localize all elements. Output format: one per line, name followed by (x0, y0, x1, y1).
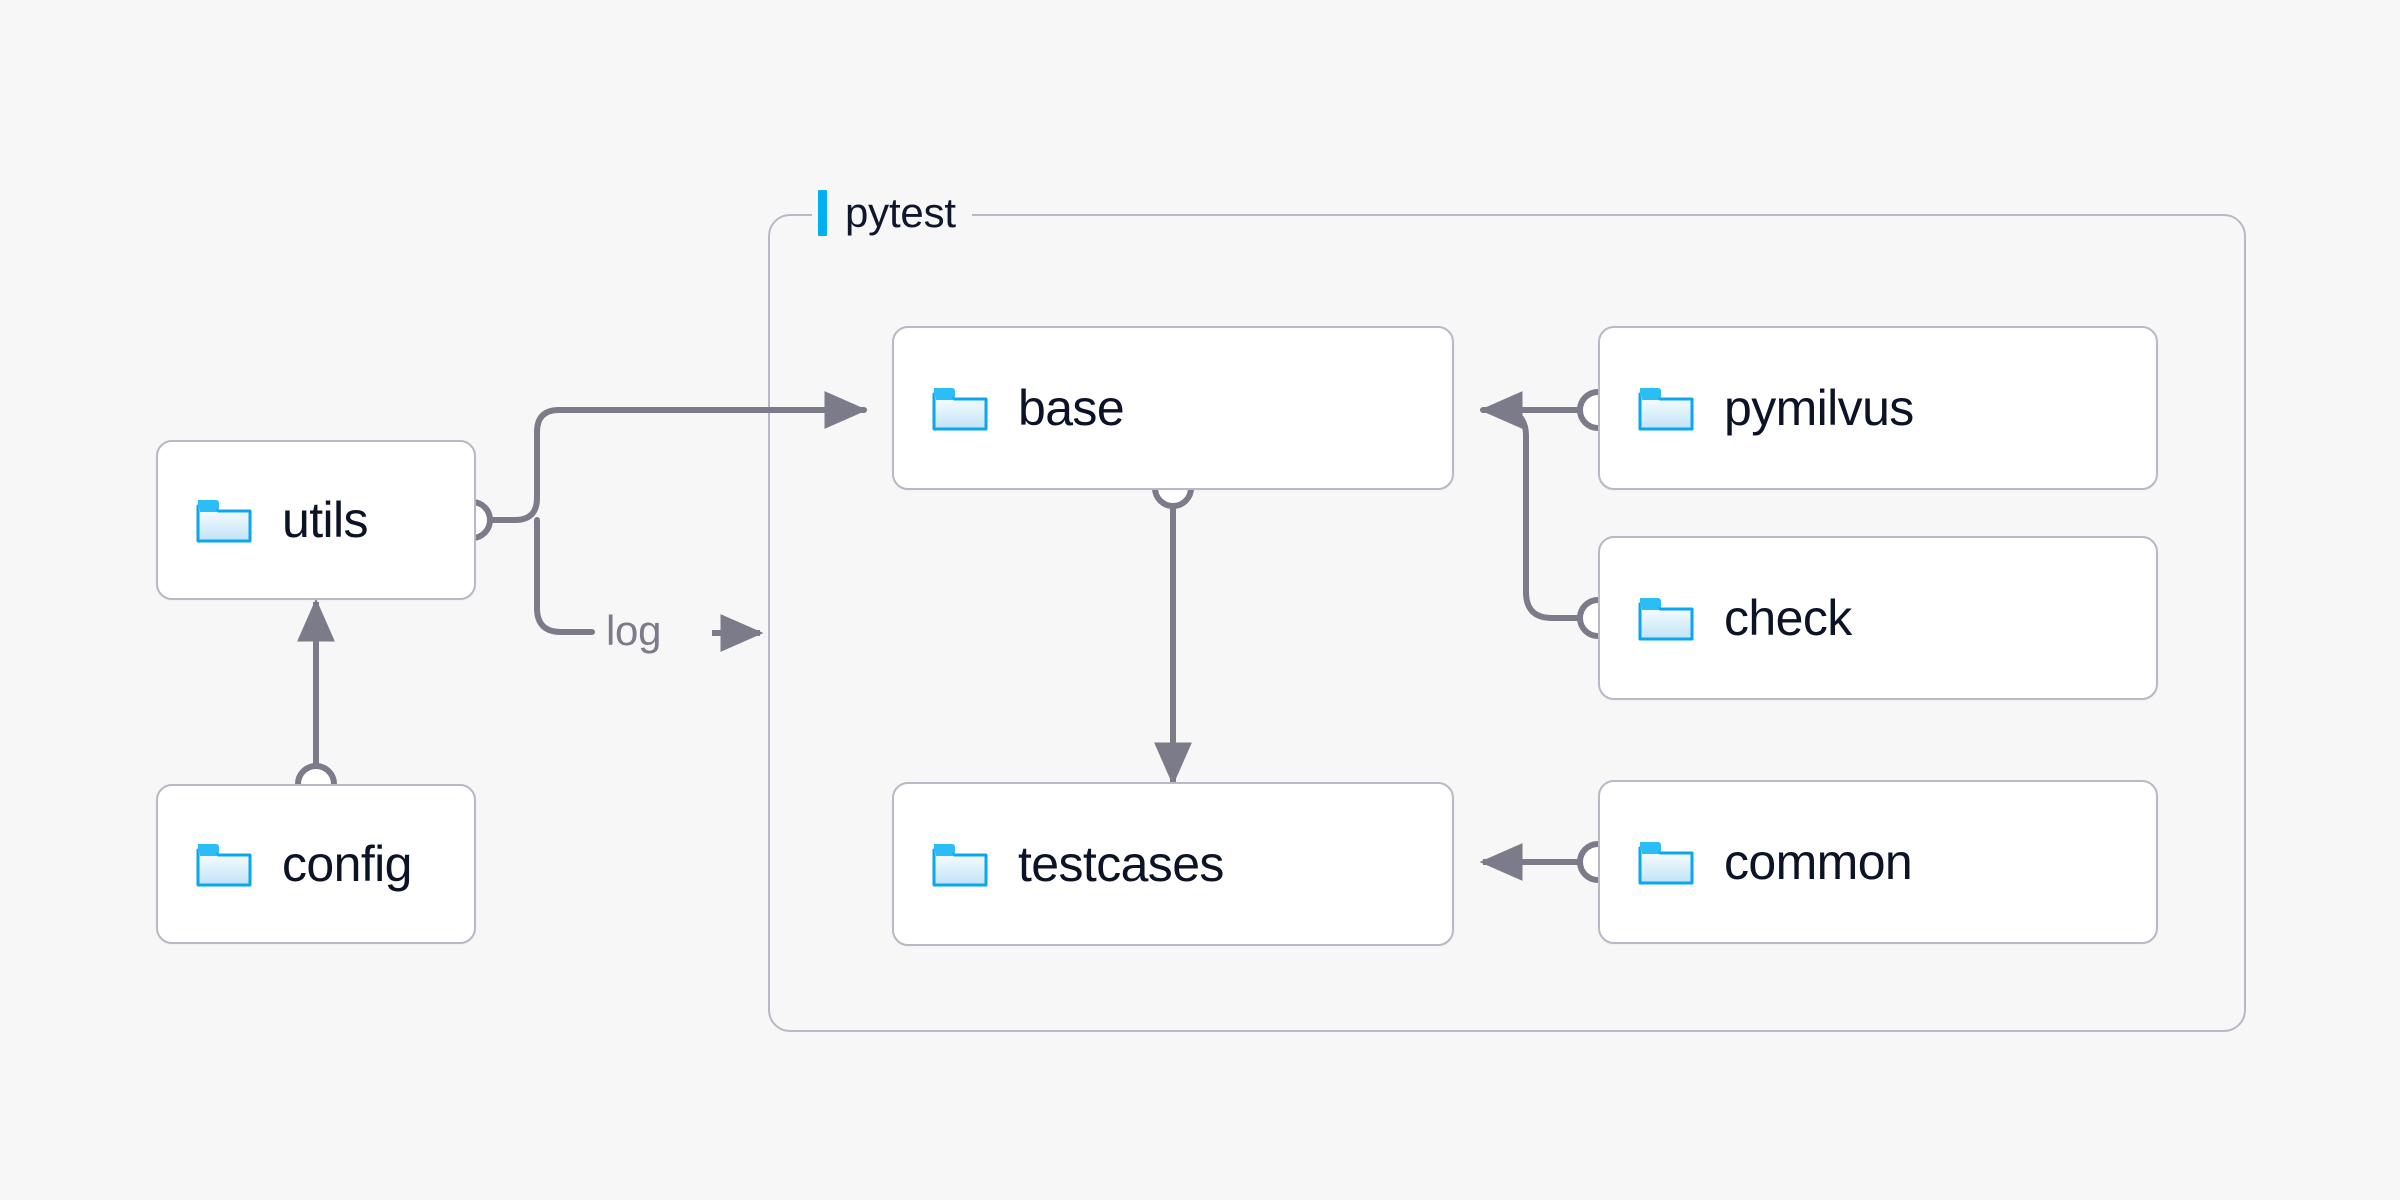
edge-label-log: log (600, 607, 668, 654)
folder-icon (1638, 838, 1694, 886)
edge-label-log-text: log (606, 607, 662, 654)
edge-config-to-utils (295, 598, 337, 805)
node-label: common (1724, 834, 1913, 890)
node-label: base (1018, 380, 1125, 436)
folder-icon (196, 496, 252, 544)
node-config[interactable]: config (156, 784, 476, 944)
folder-icon (932, 840, 988, 888)
edge-utils-to-pytest-log (534, 517, 595, 635)
folder-icon (932, 384, 988, 432)
group-label-pytest: pytest (812, 190, 972, 236)
node-common[interactable]: common (1598, 780, 2158, 944)
node-label: config (282, 836, 412, 892)
node-label: check (1724, 590, 1852, 646)
node-utils[interactable]: utils (156, 440, 476, 600)
group-container-pytest (768, 214, 2246, 1032)
group-accent-bar (818, 190, 827, 236)
node-testcases[interactable]: testcases (892, 782, 1454, 946)
node-label: pymilvus (1724, 380, 1914, 436)
folder-icon (196, 840, 252, 888)
group-title: pytest (845, 189, 956, 236)
folder-icon (1638, 384, 1694, 432)
folder-icon (1638, 594, 1694, 642)
node-check[interactable]: check (1598, 536, 2158, 700)
node-label: utils (282, 492, 369, 548)
node-base[interactable]: base (892, 326, 1454, 490)
node-pymilvus[interactable]: pymilvus (1598, 326, 2158, 490)
node-label: testcases (1018, 836, 1224, 892)
